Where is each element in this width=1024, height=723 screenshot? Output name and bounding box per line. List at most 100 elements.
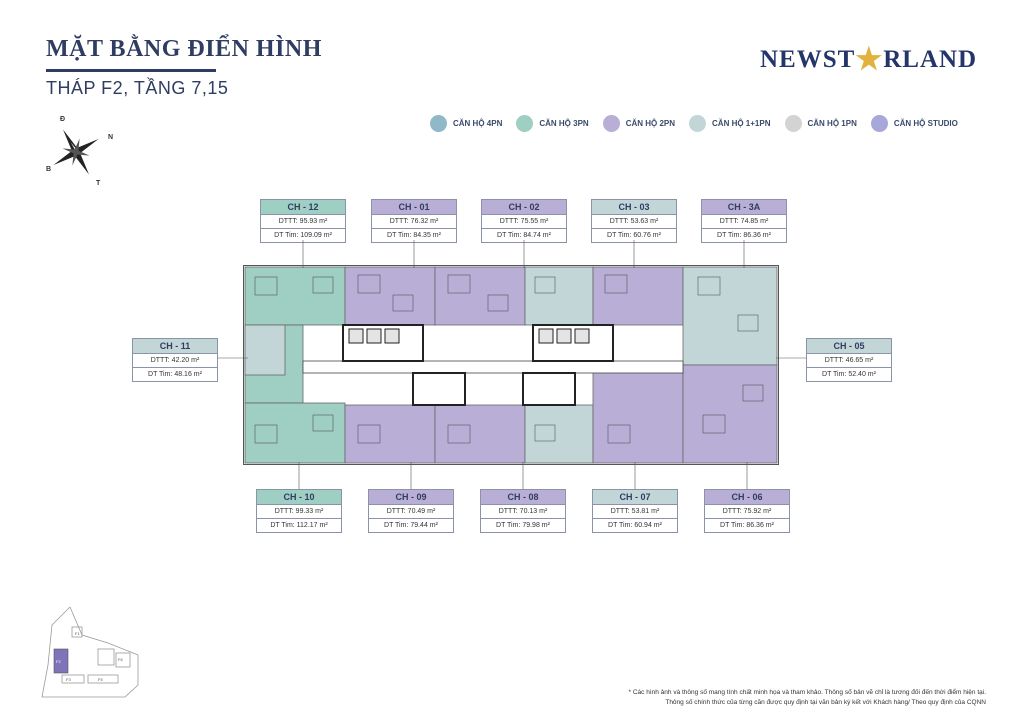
unit-dt-tim: DT Tim: 112.17 m² bbox=[256, 519, 342, 533]
unit-id: CH - 11 bbox=[132, 338, 218, 354]
unit-label-ch01: CH - 01 DTTT: 76.32 m² DT Tim: 84.35 m² bbox=[371, 199, 457, 243]
unit-id: CH - 07 bbox=[592, 489, 678, 505]
plan-lift-b bbox=[366, 328, 382, 344]
unit-id: CH - 05 bbox=[806, 338, 892, 354]
legend-item-1plus1pn: CĂN HỘ 1+1PN bbox=[689, 115, 771, 132]
unit-dttt: DTTT: 76.32 m² bbox=[371, 215, 457, 229]
compass-star-icon bbox=[53, 129, 99, 175]
legend-swatch bbox=[784, 115, 802, 132]
unit-id: CH - 08 bbox=[480, 489, 566, 505]
unit-dt-tim: DT Tim: 60.94 m² bbox=[592, 519, 678, 533]
plan-lift-c bbox=[384, 328, 400, 344]
legend-item-2pn: CĂN HỘ 2PN bbox=[602, 115, 676, 132]
legend-label: CĂN HỘ STUDIO bbox=[893, 119, 958, 128]
plan-lift-e bbox=[556, 328, 572, 344]
unit-label-ch03: CH - 03 DTTT: 53.63 m² DT Tim: 60.76 m² bbox=[591, 199, 677, 243]
logo-star-icon: ★ bbox=[855, 43, 884, 76]
logo-text-right: RLAND bbox=[883, 46, 978, 73]
site-label-f3: F3 bbox=[66, 677, 71, 682]
footnote-line-1: * Các hình ảnh và thông số mang tính chấ… bbox=[628, 689, 986, 696]
site-label-f2: F2 bbox=[56, 659, 61, 664]
unit-id: CH - 12 bbox=[260, 199, 346, 215]
legend-label: CĂN HỘ 1PN bbox=[807, 119, 857, 128]
site-label-f6: F6 bbox=[118, 657, 123, 662]
unit-label-ch3a: CH - 3A DTTT: 74.85 m² DT Tim: 86.36 m² bbox=[701, 199, 787, 243]
unit-dttt: DTTT: 75.92 m² bbox=[704, 505, 790, 519]
compass-t: T bbox=[96, 180, 101, 187]
unit-id: CH - 06 bbox=[704, 489, 790, 505]
unit-id: CH - 03 bbox=[591, 199, 677, 215]
unit-label-ch02: CH - 02 DTTT: 75.55 m² DT Tim: 84.74 m² bbox=[481, 199, 567, 243]
legend-label: CĂN HỘ 1+1PN bbox=[712, 119, 771, 128]
unit-label-ch07: CH - 07 DTTT: 53.81 m² DT Tim: 60.94 m² bbox=[592, 489, 678, 533]
site-label-f5: F5 bbox=[98, 677, 103, 682]
unit-dttt: DTTT: 53.63 m² bbox=[591, 215, 677, 229]
plan-unit-ch06 bbox=[592, 364, 684, 464]
site-label-f1: F1 bbox=[75, 631, 80, 636]
plan-corridor bbox=[302, 360, 684, 374]
plan-stair-left bbox=[412, 372, 466, 406]
plan-lift-d bbox=[538, 328, 554, 344]
legend-label: CĂN HỘ 3PN bbox=[539, 119, 589, 128]
unit-id: CH - 09 bbox=[368, 489, 454, 505]
legend-swatch bbox=[516, 115, 534, 132]
compass-n: N bbox=[108, 134, 114, 141]
unit-label-ch09: CH - 09 DTTT: 70.49 m² DT Tim: 79.44 m² bbox=[368, 489, 454, 533]
legend-swatch bbox=[430, 115, 447, 132]
unit-label-ch10: CH - 10 DTTT: 99.33 m² DT Tim: 112.17 m² bbox=[256, 489, 342, 533]
unit-label-ch05: CH - 05 DTTT: 46.65 m² DT Tim: 52.40 m² bbox=[806, 338, 892, 382]
compass-rose: Đ N B T bbox=[44, 116, 114, 188]
plan-unit-ch3a bbox=[592, 266, 684, 326]
unit-dt-tim: DT Tim: 79.98 m² bbox=[480, 519, 566, 533]
unit-dttt: DTTT: 46.65 m² bbox=[806, 354, 892, 368]
unit-dttt: DTTT: 70.13 m² bbox=[480, 505, 566, 519]
legend-item-4pn: CĂN HỘ 4PN bbox=[430, 115, 502, 132]
plan-unit-ch07 bbox=[524, 404, 594, 464]
plan-lift-a bbox=[348, 328, 364, 344]
logo-text-left: NEWST bbox=[760, 46, 856, 73]
plan-unit-ch03 bbox=[524, 266, 594, 326]
title-underline bbox=[46, 69, 216, 72]
footnote: * Các hình ảnh và thông số mang tính chấ… bbox=[629, 688, 986, 708]
legend-label: CĂN HỘ 2PN bbox=[625, 119, 676, 128]
page-title: MẶT BẰNG ĐIỂN HÌNH bbox=[46, 36, 322, 62]
plan-unit-ch01 bbox=[344, 266, 436, 326]
plan-stair-right bbox=[522, 372, 576, 406]
site-plan: F1 F2 F3 F5 F6 bbox=[41, 606, 139, 698]
unit-label-ch12: CH - 12 DTTT: 95.93 m² DT Tim: 109.09 m² bbox=[260, 199, 346, 243]
plan-unit-ch09 bbox=[344, 404, 436, 464]
plan-unit-ch02 bbox=[434, 266, 526, 326]
compass-d: Đ bbox=[60, 116, 66, 123]
unit-label-ch06: CH - 06 DTTT: 75.92 m² DT Tim: 86.36 m² bbox=[704, 489, 790, 533]
unit-dttt: DTTT: 75.55 m² bbox=[481, 215, 567, 229]
unit-dt-tim: DT Tim: 52.40 m² bbox=[806, 368, 892, 382]
plan-lift-f bbox=[574, 328, 590, 344]
page-subtitle: THÁP F2, TẦNG 7,15 bbox=[46, 78, 229, 98]
plan-unit-ch05 bbox=[682, 266, 778, 366]
legend-item-3pn: CĂN HỘ 3PN bbox=[516, 115, 589, 132]
unit-id: CH - 3A bbox=[701, 199, 787, 215]
unit-label-ch11: CH - 11 DTTT: 42.20 m² DT Tim: 48.16 m² bbox=[132, 338, 218, 382]
legend-swatch bbox=[602, 115, 620, 132]
plan-unit-ch08 bbox=[434, 404, 526, 464]
floor-plan bbox=[243, 265, 779, 465]
plan-unit-ch06-b bbox=[682, 364, 778, 464]
compass-b: B bbox=[46, 166, 52, 173]
unit-dttt: DTTT: 70.49 m² bbox=[368, 505, 454, 519]
plan-unit-ch11 bbox=[244, 324, 286, 376]
legend-swatch bbox=[870, 115, 888, 132]
unit-label-ch08: CH - 08 DTTT: 70.13 m² DT Tim: 79.98 m² bbox=[480, 489, 566, 533]
unit-dttt: DTTT: 99.33 m² bbox=[256, 505, 342, 519]
unit-dttt: DTTT: 95.93 m² bbox=[260, 215, 346, 229]
unit-dttt: DTTT: 53.81 m² bbox=[592, 505, 678, 519]
plan-unit-ch10 bbox=[244, 402, 346, 464]
unit-dttt: DTTT: 74.85 m² bbox=[701, 215, 787, 229]
legend: CĂN HỘ 4PN CĂN HỘ 3PN CĂN HỘ 2PN CĂN HỘ … bbox=[430, 115, 958, 132]
unit-id: CH - 10 bbox=[256, 489, 342, 505]
legend-swatch bbox=[689, 115, 707, 132]
legend-label: CĂN HỘ 4PN bbox=[453, 119, 503, 128]
footnote-line-2: Thông số chính thức của từng căn được qu… bbox=[665, 699, 986, 706]
unit-dttt: DTTT: 42.20 m² bbox=[132, 354, 218, 368]
unit-id: CH - 02 bbox=[481, 199, 567, 215]
